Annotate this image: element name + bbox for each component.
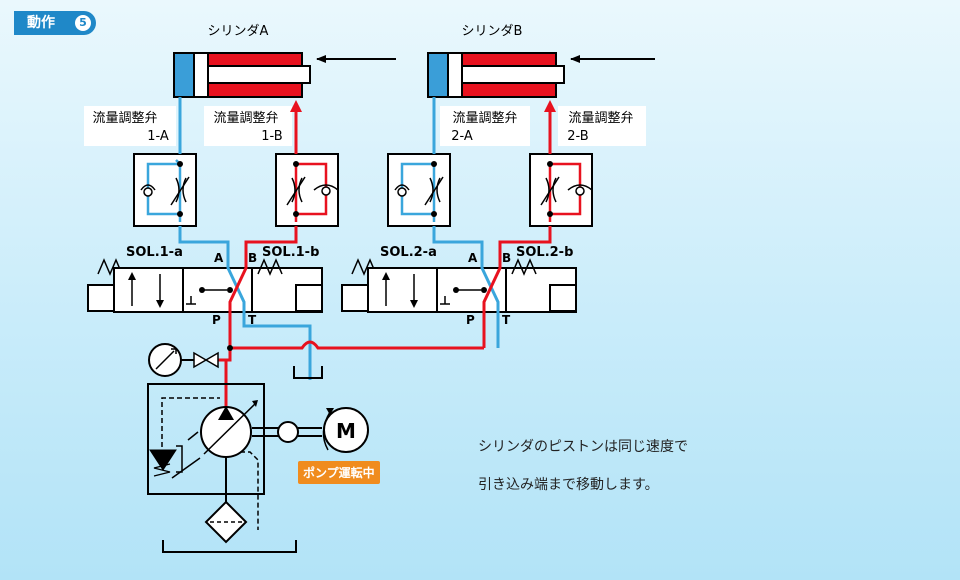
step-label: 動作 bbox=[27, 15, 55, 31]
description-line-2: 引き込み端まで移動します。 bbox=[478, 477, 659, 493]
valve-1a-name: 流量調整弁 bbox=[92, 111, 157, 126]
cylinder-b bbox=[427, 52, 565, 98]
pressure-lines bbox=[218, 110, 552, 412]
sol-2a-label: SOL.2-a bbox=[380, 245, 437, 260]
port-1p-label: P bbox=[212, 313, 221, 327]
port-1a-label: A bbox=[214, 251, 224, 265]
valve-1b-name: 流量調整弁 bbox=[213, 111, 278, 126]
solenoid-valve-2 bbox=[341, 258, 577, 313]
port-1t-label: T bbox=[248, 313, 257, 327]
step-badge: 動作 5 bbox=[14, 11, 96, 35]
valve-1a-id: 1-A bbox=[147, 129, 169, 144]
port-2b-label: B bbox=[502, 251, 511, 265]
motor-icon: M bbox=[322, 407, 369, 453]
pump-unit bbox=[147, 383, 322, 553]
port-1b-label: B bbox=[248, 251, 257, 265]
sol-1a-label: SOL.1-a bbox=[126, 245, 183, 260]
pump-status-badge: ポンプ運転中 bbox=[298, 461, 380, 484]
sol-2b-label: SOL.2-b bbox=[516, 245, 573, 260]
valve-2b-id: 2-B bbox=[567, 129, 588, 144]
cylinder-a bbox=[173, 52, 311, 98]
cylinder-b-label: シリンダB bbox=[462, 24, 523, 39]
description-line-1: シリンダのピストンは同じ速度で bbox=[478, 439, 688, 455]
step-number: 5 bbox=[75, 15, 91, 31]
flow-valve-2a bbox=[387, 153, 451, 227]
flow-valve-1b bbox=[275, 153, 339, 227]
pressure-gauge-icon bbox=[148, 343, 219, 377]
motor-label: M bbox=[336, 419, 356, 443]
flow-valve-2b bbox=[529, 153, 593, 227]
return-lines bbox=[178, 97, 500, 380]
port-2p-label: P bbox=[466, 313, 475, 327]
valve-1b-id: 1-B bbox=[261, 129, 282, 144]
port-2t-label: T bbox=[502, 313, 511, 327]
sol-1b-label: SOL.1-b bbox=[262, 245, 319, 260]
flow-valve-1a bbox=[133, 153, 197, 227]
port-2a-label: A bbox=[468, 251, 478, 265]
cylinder-a-label: シリンダA bbox=[208, 24, 269, 39]
valve-2b-name: 流量調整弁 bbox=[568, 111, 633, 126]
valve-2a-name: 流量調整弁 bbox=[452, 111, 517, 126]
return-tank-icon bbox=[293, 366, 323, 379]
solenoid-valve-1 bbox=[87, 258, 323, 313]
valve-2a-id: 2-A bbox=[451, 129, 473, 144]
